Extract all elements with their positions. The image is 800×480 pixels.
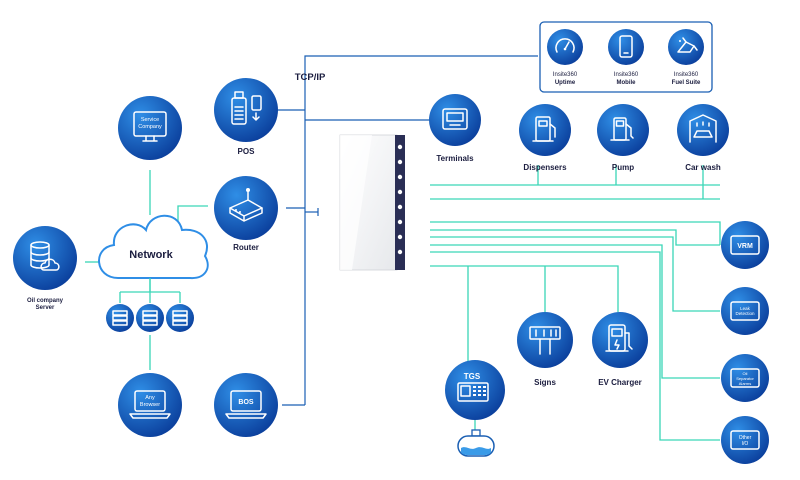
insite360-uptime-node[interactable]: Insite360 Uptime: [547, 29, 583, 86]
signs-node[interactable]: Signs: [517, 312, 573, 387]
car-wash-node[interactable]: Car wash: [677, 104, 729, 172]
any-browser-text-1: Any: [145, 395, 155, 401]
laptop-icon: [129, 390, 171, 419]
terminal-icon: [442, 108, 468, 130]
bos-text: BOS: [238, 399, 254, 406]
pos-terminal-icon: [231, 91, 262, 125]
tgs-text: TGS: [464, 372, 481, 381]
ev-charger-label: EV Charger: [598, 378, 642, 387]
other-io-node[interactable]: Other I/O: [721, 416, 769, 464]
insite360-group: Insite360 Uptime Insite360 Mobile Insite…: [539, 21, 713, 93]
router-label: Router: [233, 243, 259, 252]
tablet-icon: [730, 301, 760, 321]
network-label: Network: [129, 249, 173, 261]
server-icon: [136, 304, 164, 332]
oil-company-label-1: Oil company: [27, 298, 64, 304]
phone-icon: [619, 35, 633, 58]
terminals-label: Terminals: [436, 154, 474, 163]
ev-charger-icon: [605, 324, 633, 352]
fuel-pump-icon: [610, 117, 634, 141]
oil-company-label-2: Server: [36, 305, 55, 311]
terminals-node[interactable]: Terminals: [429, 94, 481, 163]
uptime-gauge-icon: [555, 38, 575, 53]
leak-text-1: Leak: [740, 306, 751, 311]
dispensers-label: Dispensers: [523, 163, 567, 172]
pump-label: Pump: [612, 163, 634, 172]
pos-node[interactable]: POS: [214, 78, 278, 156]
leak-text-2: Detection: [735, 311, 755, 316]
forecourt-controller-panel: [339, 134, 405, 271]
signs-label: Signs: [534, 378, 556, 387]
other-io-text-2: I/O: [742, 441, 749, 447]
car-wash-label: Car wash: [685, 163, 721, 172]
insite360-uptime-product: Uptime: [555, 80, 576, 86]
pos-label: POS: [238, 147, 256, 156]
database-cloud-icon: [30, 241, 60, 271]
tablet-icon: [730, 430, 760, 450]
insite360-fuel-suite-node[interactable]: Insite360 Fuel Suite: [668, 29, 704, 86]
oil-water-separator-node[interactable]: Oil Separator Alarms: [721, 354, 769, 402]
vrm-text: VRM: [737, 243, 753, 250]
dispensers-node[interactable]: Dispensers: [519, 104, 571, 172]
other-io-text-1: Other: [739, 435, 752, 441]
oil-water-text-3: Alarms: [739, 381, 751, 386]
oil-company-server-node[interactable]: Oil company Server: [13, 226, 77, 311]
any-browser-text-2: Browser: [140, 402, 160, 408]
pump-node[interactable]: Pump: [597, 104, 649, 172]
tgs-node[interactable]: TGS: [445, 360, 505, 420]
ev-charger-node[interactable]: EV Charger: [592, 312, 648, 387]
server-rack-group: [106, 278, 194, 332]
tcp-ip-label: TCP/IP: [295, 72, 326, 83]
tank-gauge-console-icon: [457, 382, 489, 402]
insite360-mobile-product: Mobile: [617, 80, 637, 86]
oil-water-text-2: Separator: [736, 376, 754, 381]
router-icon: [229, 188, 263, 222]
car-wash-icon: [689, 114, 717, 143]
service-company-node[interactable]: Service Company: [118, 96, 182, 160]
oil-water-text-1: Oil: [743, 371, 748, 376]
server-icon: [106, 304, 134, 332]
service-company-text-2: Company: [138, 124, 162, 130]
fuel-tank-icon: [457, 429, 495, 457]
router-node[interactable]: Router: [214, 176, 278, 252]
service-company-text-1: Service: [141, 117, 159, 123]
leak-detection-node[interactable]: Leak Detection: [721, 287, 769, 335]
any-browser-node[interactable]: Any Browser: [118, 373, 182, 437]
server-icon: [166, 304, 194, 332]
insite360-mobile-brand: Insite360: [614, 72, 639, 78]
insite360-fuel-suite-brand: Insite360: [674, 72, 699, 78]
network-cloud: Network: [98, 214, 209, 280]
vrm-node[interactable]: VRM: [721, 221, 769, 269]
insite360-fuel-suite-product: Fuel Suite: [672, 80, 701, 86]
monitor-icon: [133, 111, 167, 142]
tablet-icon: [730, 368, 760, 388]
price-sign-icon: [529, 326, 561, 355]
insite360-mobile-node[interactable]: Insite360 Mobile: [608, 29, 644, 86]
bos-node[interactable]: BOS: [214, 373, 278, 437]
fuel-nozzle-icon: [677, 37, 698, 53]
tablet-icon: [730, 235, 760, 255]
laptop-icon: [225, 390, 267, 419]
insite360-uptime-brand: Insite360: [553, 72, 578, 78]
dispenser-icon: [532, 116, 556, 142]
